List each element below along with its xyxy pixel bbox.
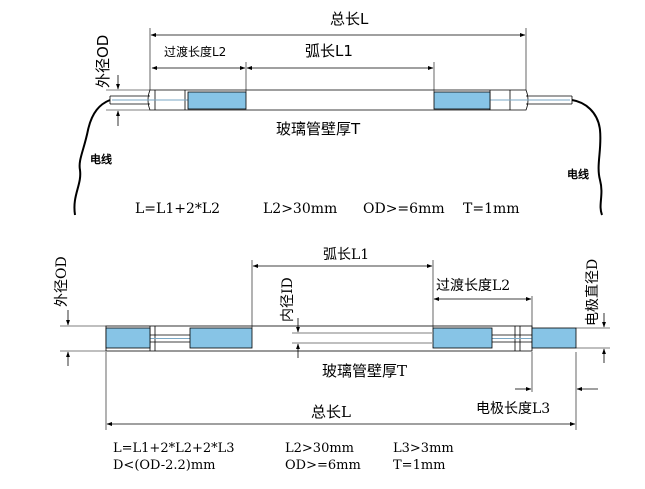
bottom-transition-label: 过渡长度L2	[436, 278, 510, 294]
top-wire-left-label: 电线	[90, 152, 112, 166]
bottom-od-label: 外径OD	[54, 256, 70, 307]
top-od-spec: OD>=6mm	[363, 201, 445, 217]
top-od-label: 外径OD	[94, 35, 112, 88]
bottom-d-spec: D<(OD-2.2)mm	[113, 458, 216, 473]
top-l2-spec: L2>30mm	[263, 201, 337, 217]
top-t-spec: T=1mm	[463, 201, 520, 217]
bottom-l2-spec: L2>30mm	[285, 441, 354, 456]
bottom-electrode-left	[189, 327, 253, 349]
bottom-l3-spec: L3>3mm	[393, 441, 454, 456]
bottom-electrode-right	[432, 327, 493, 349]
top-transition-label: 过渡长度L2	[164, 44, 226, 59]
bottom-electrode-end-right	[531, 327, 577, 349]
bottom-electrode-end-left	[105, 327, 151, 349]
bottom-total-length-label: 总长L	[311, 403, 351, 421]
top-wire-left	[73, 99, 111, 216]
top-electrode-right	[433, 91, 491, 110]
bottom-wall-label: 玻璃管壁厚T	[322, 362, 407, 380]
bottom-arc-label: 弧长L1	[323, 247, 369, 263]
bottom-electrode-length-label: 电极长度L3	[476, 401, 550, 417]
top-wire-right	[571, 99, 603, 216]
bottom-inner-label: 内径ID	[280, 277, 296, 322]
top-total-length-label: 总长L	[330, 10, 369, 28]
top-formula: L=L1+2*L2	[135, 201, 220, 217]
top-wall-label: 玻璃管壁厚T	[276, 120, 361, 138]
top-electrode-left	[187, 91, 247, 110]
top-diagram: 总长L 过渡长度L2 弧长L1 外径OD 玻璃管壁厚T 电线 电线 L=L1+2…	[73, 10, 603, 217]
bottom-electrode-d-label: 电极直径D	[584, 259, 601, 326]
top-arc-label: 弧长L1	[305, 42, 353, 60]
bottom-t-spec: T=1mm	[393, 458, 446, 473]
bottom-diagram: 弧长L1 过渡长度L2 内径ID 外径OD 电极直径D 玻璃管壁厚T 电极长度L…	[54, 247, 610, 473]
bottom-formula: L=L1+2*L2+2*L3	[113, 441, 235, 456]
bottom-od-spec: OD>=6mm	[285, 458, 361, 473]
top-wire-right-label: 电线	[567, 167, 589, 181]
